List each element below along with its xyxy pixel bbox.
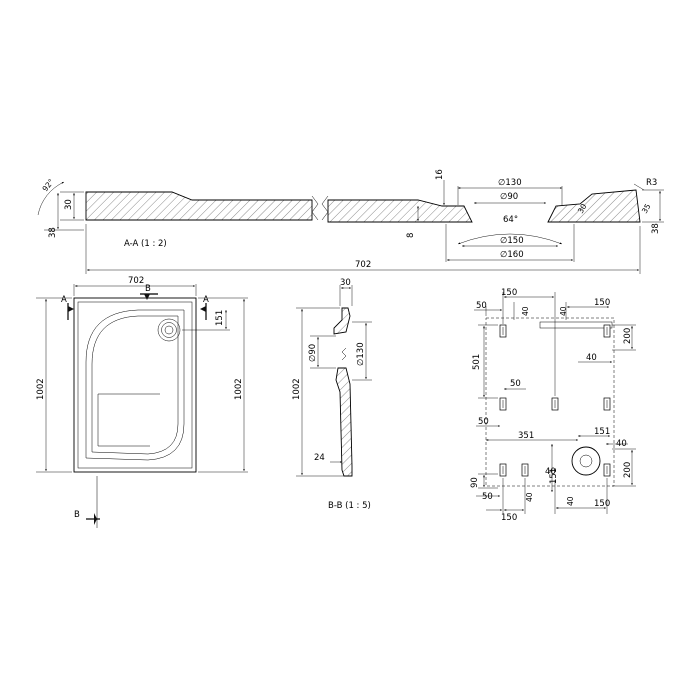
tray-basin-outline [85,309,185,461]
tray-basin-inner-outline [91,315,179,455]
section-a-a-drain-mid-label: ∅150 [500,236,524,246]
section-b-b-upper-profile [333,307,351,335]
tray-step-line [97,393,160,447]
plan-view-width-label: 702 [128,276,144,286]
bottom-view-bottom-right-span-label: 150 [594,499,610,509]
plan-view-drain-offset-label: 151 [215,310,225,326]
section-b-b-bottom-thickness-label: 24 [314,453,325,463]
section-b-b-drain-inner-label: ∅90 [308,344,318,362]
bottom-view-top-small-1-label: 40 [521,306,530,316]
section-a-a-lip-b-label: 35 [640,202,653,215]
tray-drain-mid [161,322,177,338]
tray-drain-inner [164,325,174,335]
section-a-a-drain-inner-top-label: ∅90 [500,192,518,202]
section-marker-a-left-arrow [68,306,74,312]
section-a-a-height-right-label: 38 [651,223,661,234]
bottom-view-drain-small-label: 40 [616,439,627,449]
section-marker-b-bottom-label: B [74,510,80,520]
bottom-view-mid-50b-label: 50 [478,417,489,427]
section-a-a-thickness-label: 30 [64,199,74,210]
section-b-b: 30 ∅90 ∅130 1002 24 B-B (1 : 5) [292,278,372,511]
bottom-view: 150 50 40 40 150 200 40 501 50 50 351 15… [470,288,636,523]
section-a-a-total-length-label: 702 [355,260,371,270]
plan-view-height-right-label: 1002 [234,378,244,400]
bottom-view-right-upper-small-label: 40 [586,353,597,363]
section-a-a-title: A-A (1 : 2) [124,239,167,249]
bottom-view-bottom-left-50-label: 50 [482,492,493,502]
bottom-view-right-upper-label: 200 [623,328,633,344]
section-marker-a-left-label: A [61,295,67,305]
tray-inner-rim [77,301,193,469]
bottom-view-lower-mid-label: 151 [549,468,559,484]
section-a-a-drain-angle-label: 64° [503,215,518,225]
section-b-b-drain-outer-label: ∅130 [356,342,366,366]
section-marker-b-top-label: B [145,284,151,294]
bottom-view-bottom-left-span-label: 150 [501,513,517,523]
section-a-a-radius-label: R3 [646,178,657,188]
plan-view-height-left-label: 1002 [36,378,46,400]
bottom-view-top-left-label: 50 [476,301,487,311]
section-b-b-title: B-B (1 : 5) [328,501,371,511]
section-a-a-step-bottom-label: 8 [406,233,416,238]
section-marker-a-right-label: A [203,295,209,305]
section-a-a-drain-outer-top-label: ∅130 [498,178,522,188]
section-a-a: 30 38 92° 16 8 ∅130 ∅90 64° ∅150 ∅160 R3… [37,169,664,274]
bottom-view-drain-small-b-label: 40 [545,467,556,477]
bottom-view-drain-inner [579,454,593,468]
bottom-view-mid-50-label: 50 [510,379,521,389]
section-a-a-mid-profile [327,199,473,223]
bottom-view-left-lower-label: 90 [470,477,480,488]
section-b-b-top-width-label: 30 [340,278,351,288]
section-a-a-right-profile [547,189,641,223]
plan-view: 702 1002 1002 151 A A B B [36,276,248,528]
bottom-view-panel [539,321,613,329]
section-a-a-height-left-label: 38 [48,227,58,238]
bottom-view-top-span-label: 150 [501,288,517,298]
tray-drain-outer [157,318,181,342]
bottom-view-top-small-2-label: 40 [559,306,568,316]
bottom-view-right-lower-label: 200 [623,462,633,478]
section-marker-b-top-arrow [144,294,150,300]
bottom-view-top-right-span-label: 150 [594,298,610,308]
bottom-view-bottom-small-1-label: 40 [525,492,534,502]
section-marker-b-bottom-arrow [94,513,97,525]
bottom-view-left-height-label: 501 [472,354,482,370]
section-a-a-lip-a-label: 30 [576,202,589,215]
section-b-b-height-label: 1002 [292,378,302,400]
bottom-view-bottom-small-2-label: 40 [566,496,575,506]
section-a-a-angle-left-label: 92° [40,177,55,193]
section-a-a-drain-bottom-label: ∅160 [500,250,524,260]
bottom-view-drain-outer [571,446,601,476]
break-line-symbol [311,195,329,221]
section-marker-a-right-arrow [200,306,206,312]
support-feet [499,324,611,477]
bottom-view-drain-offset-label: 151 [594,427,610,437]
section-b-b-lower-profile [335,367,353,477]
section-a-a-step-top-label: 16 [435,169,445,180]
bottom-view-mid-span-label: 351 [518,431,534,441]
section-a-a-left-profile [85,191,313,221]
